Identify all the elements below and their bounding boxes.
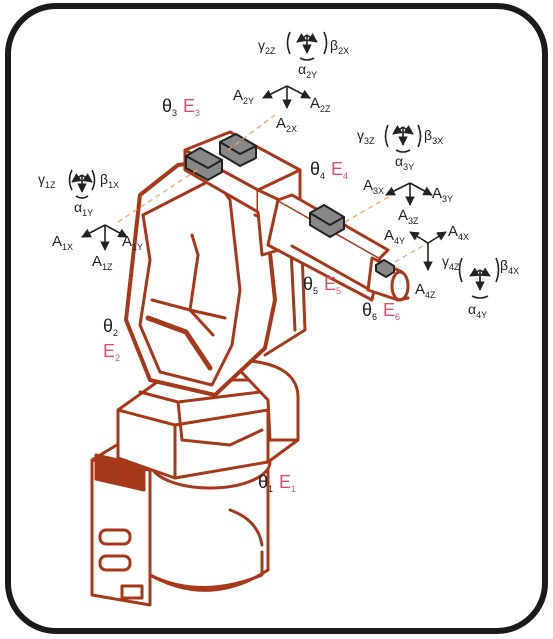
sensor-3-x-label: A3X	[363, 177, 384, 196]
sensor-1-alpha-label: α1Y	[74, 199, 93, 218]
sensor-2-gamma-label: γ2Z	[258, 37, 276, 56]
sensor-1-axes	[68, 169, 128, 251]
shoulder-housing	[116, 358, 300, 480]
sensor-2-y-label: A2Y	[233, 87, 254, 106]
sensor-3-beta-label: β3X	[424, 127, 443, 146]
sensor-3-axes	[384, 124, 433, 206]
sensor-4-axes	[409, 231, 500, 299]
sensor-4-alpha-label: α4Y	[468, 301, 487, 320]
sensor-4-x-label: A4X	[448, 223, 469, 242]
sensor-4-beta-label: β4X	[500, 257, 519, 276]
sensor-4-y-label: A4Y	[384, 227, 405, 246]
sensor-1-beta-label: β1X	[100, 171, 119, 190]
encoder-2-label: E2	[103, 341, 120, 363]
sensor-2-beta-label: β2X	[330, 37, 349, 56]
sensor-4-z-label: A4Z	[415, 281, 436, 300]
sensor-3-alpha-label: α3Y	[395, 153, 414, 172]
sensor-2-z-label: A2Z	[310, 95, 331, 114]
sensor-1-y-label: A1Y	[122, 233, 143, 252]
sensor-2-alpha-label: α2Y	[298, 61, 317, 80]
theta-2-label: θ2	[103, 316, 118, 338]
sensor-3-y-label: A3Y	[432, 185, 453, 204]
sensor-1-z-label: A1Z	[92, 253, 113, 272]
sensor-2-axes	[262, 31, 328, 109]
sensor-3-z-label: A3Z	[398, 207, 419, 226]
sensor-3-gamma-label: γ3Z	[357, 127, 375, 146]
sensor-4-gamma-label: γ4Z	[442, 253, 460, 272]
sensor-1-gamma-label: γ1Z	[38, 171, 56, 190]
robot-arm	[90, 130, 410, 607]
motor-blocks	[185, 133, 395, 278]
sensor-guide-lines	[117, 114, 429, 263]
sensor-2-x-label: A2X	[276, 115, 297, 134]
frame-border	[5, 3, 548, 634]
sensor-1-x-label: A1X	[52, 233, 73, 252]
